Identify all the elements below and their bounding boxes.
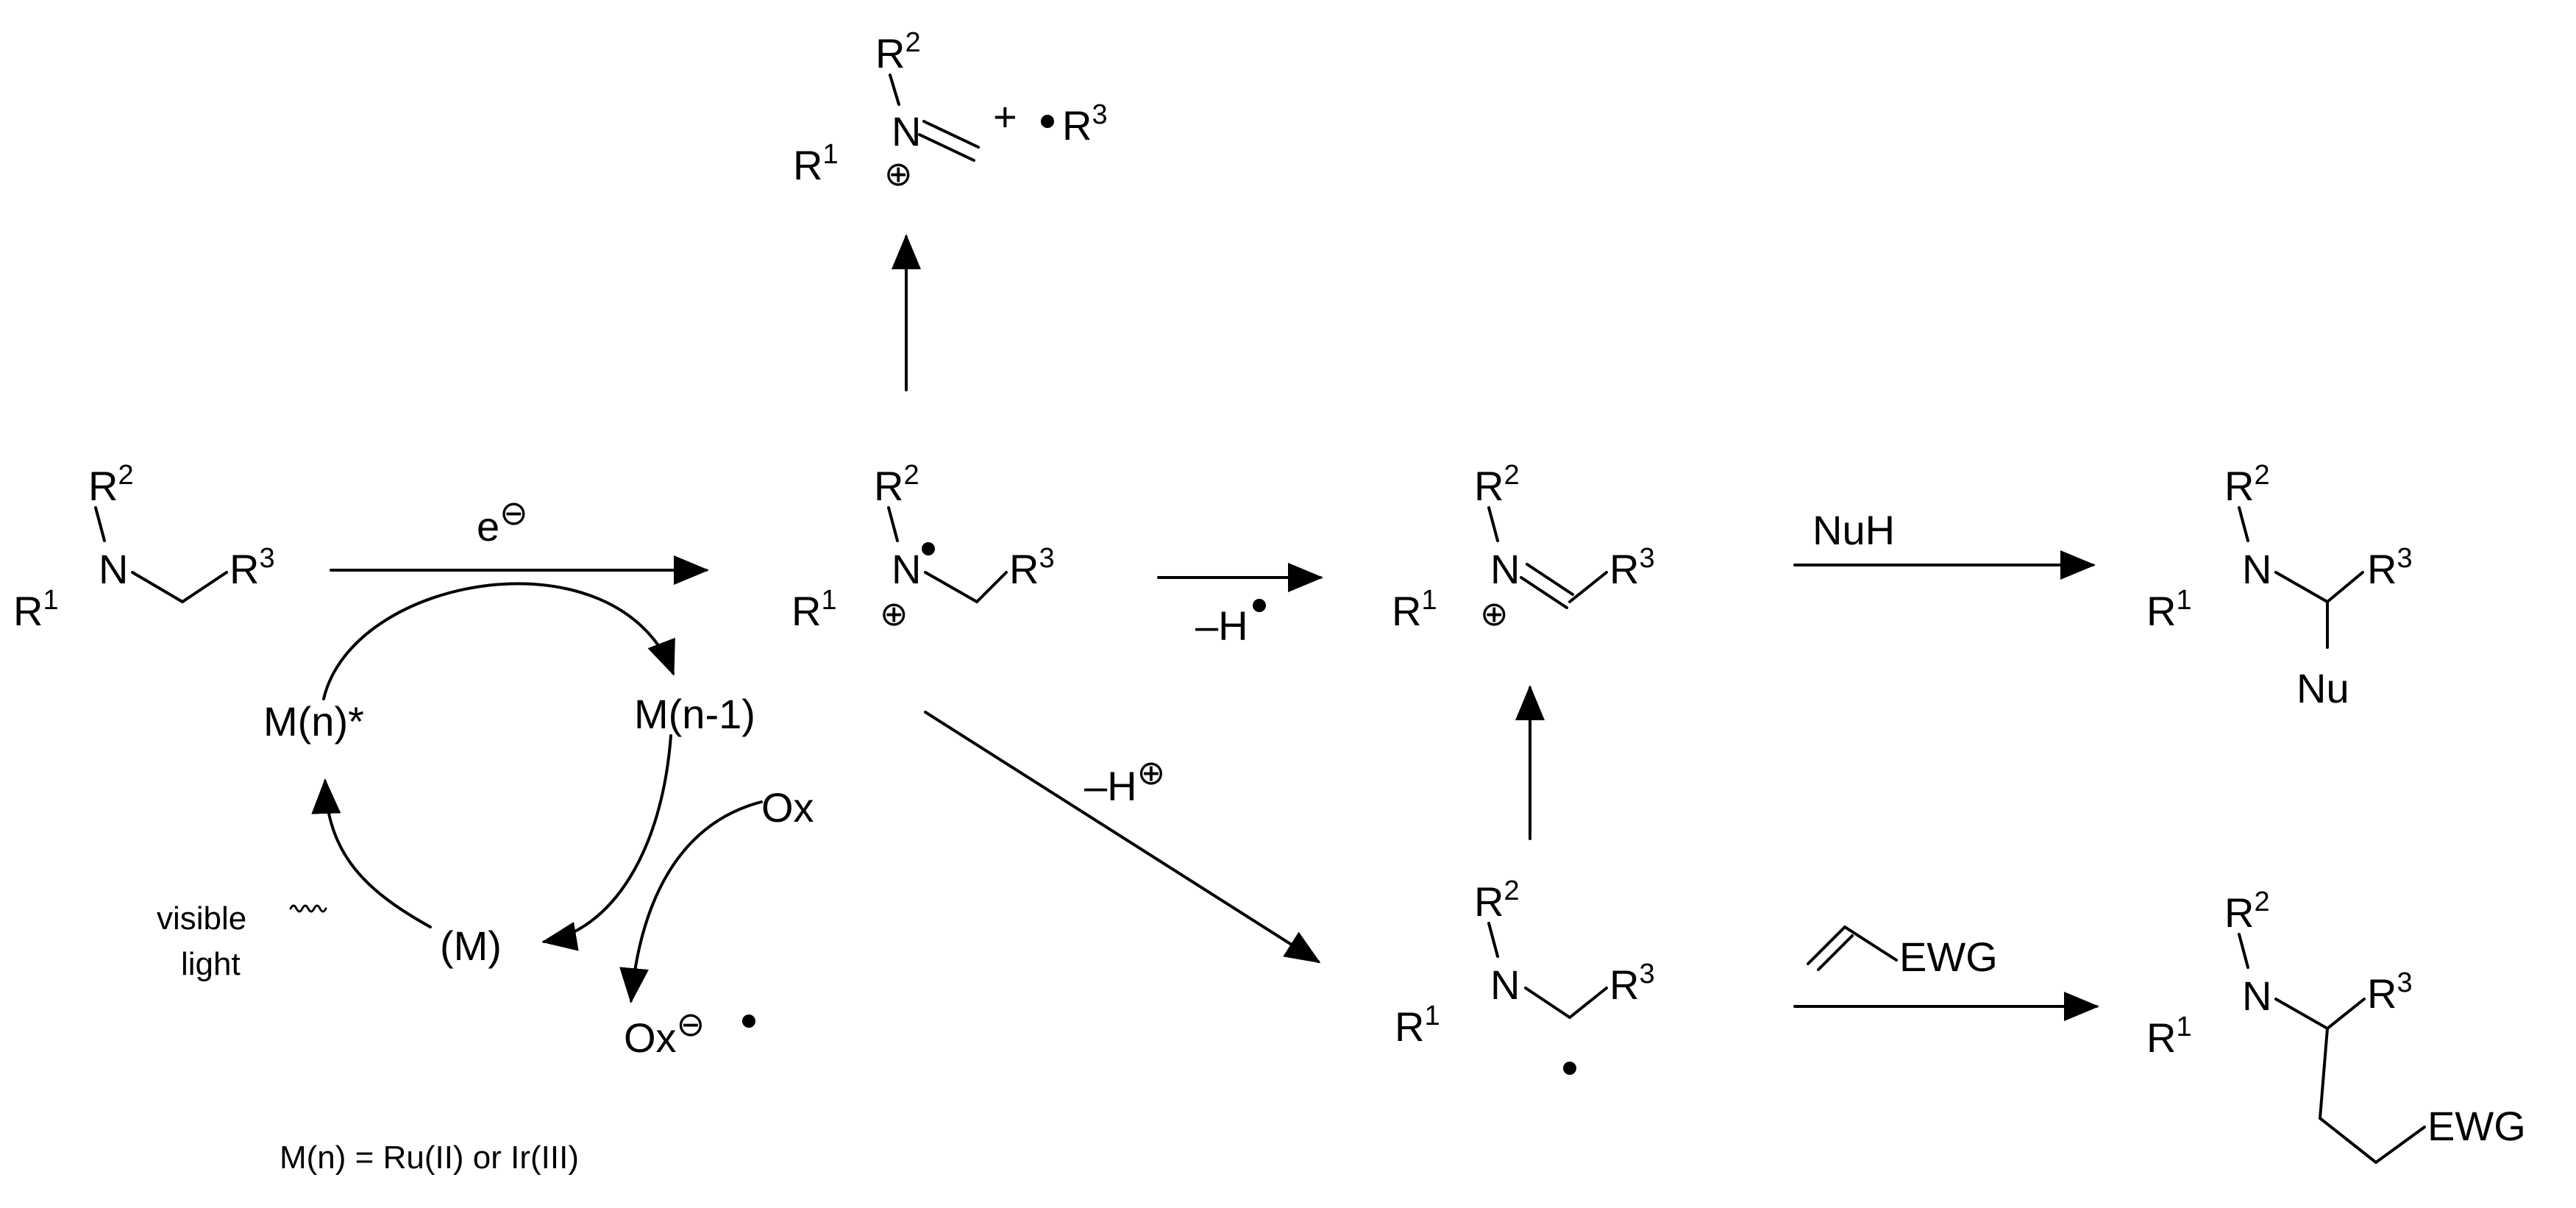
excitation-arc <box>311 778 432 928</box>
nitrogen-label: N <box>892 108 921 154</box>
catalyst-footnote: M(n) = Ru(II) or Ir(III) <box>280 1140 579 1176</box>
vinyl-bond <box>1843 925 1898 962</box>
r3-label: R3 <box>2367 967 2413 1017</box>
r2-label: R2 <box>875 27 921 77</box>
r1-label: R1 <box>13 585 59 634</box>
r2-label: R2 <box>2224 460 2270 509</box>
visible-light-label: light <box>181 946 241 982</box>
iminium-fragment: R2 N ⊕ R1 + R3 <box>793 27 1108 193</box>
r2-label: R2 <box>1474 460 1520 509</box>
r1-label: R1 <box>2146 1012 2192 1061</box>
r1-label: R1 <box>1395 1001 1440 1050</box>
reduced-oxidant-label: Ox⊖ <box>624 1005 705 1061</box>
r1-label: R1 <box>2146 585 2192 634</box>
deprotonation-arrow: –H⊕ <box>924 711 1321 964</box>
visible-light-label: visible <box>157 900 246 937</box>
electron-transfer-arrow: e⊖ <box>330 494 709 585</box>
vinyl-bond <box>1817 934 1854 971</box>
oxidant-arc <box>619 800 763 1003</box>
r2-label: R2 <box>88 460 134 509</box>
radical-dot <box>1041 115 1054 128</box>
ground-catalyst-label: (M) <box>440 923 502 969</box>
r1-label: R1 <box>793 139 839 188</box>
nucleophile-arrow: NuH <box>1793 507 2096 580</box>
radical-dot <box>742 1015 755 1028</box>
amine-radical-cation: R2 N ⊕ R1 R3 <box>791 460 1055 634</box>
starting-amine: R2 N R1 R3 <box>13 460 275 634</box>
nucleophile-adduct: R2 N R1 R3 Nu <box>2146 460 2413 711</box>
catalyst-turnover-arc <box>541 734 672 951</box>
plus-sign: + <box>993 93 1017 140</box>
nitrogen-label: N <box>1490 546 1520 592</box>
nitrogen-label: N <box>2242 546 2271 592</box>
r3-label: R3 <box>1609 959 1655 1008</box>
r3-label: R3 <box>1009 543 1055 592</box>
nuh-label: NuH <box>1812 507 1895 553</box>
nitrogen-label: N <box>99 546 128 592</box>
radical-dot <box>1563 1062 1576 1075</box>
minus-h-cation-label: –H⊕ <box>1084 753 1165 809</box>
radical-dot <box>922 542 935 555</box>
michael-addition-arrow: EWG <box>1793 925 2099 1021</box>
electron-label: e⊖ <box>477 494 528 550</box>
cation-charge: ⊕ <box>884 154 913 193</box>
vinyl-bond <box>1807 925 1846 965</box>
excited-catalyst-label: M(n)* <box>263 698 364 745</box>
oxidant-label: Ox <box>761 784 814 831</box>
michael-adduct: R2 N R1 R3 EWG <box>2146 887 2526 1164</box>
r1-label: R1 <box>791 585 837 634</box>
radical-dot <box>1253 599 1266 612</box>
r3-label: R3 <box>230 543 275 592</box>
ewg-label: EWG <box>2427 1103 2526 1149</box>
r2-label: R2 <box>1474 875 1520 925</box>
light-wave <box>289 904 327 913</box>
alpha-amino-radical: R2 N R1 R3 <box>1395 875 1655 1075</box>
iminium-ion: R2 N ⊕ R1 R3 <box>1392 460 1655 634</box>
ewg-reagent-label: EWG <box>1899 934 1998 980</box>
nitrogen-label: N <box>1490 962 1520 1008</box>
cation-charge: ⊕ <box>1480 594 1509 633</box>
minus-h-radical-label: –H <box>1195 603 1248 649</box>
cation-charge: ⊕ <box>880 594 908 633</box>
nitrogen-label: N <box>892 546 921 592</box>
r2-label: R2 <box>874 460 919 509</box>
r1-label: R1 <box>1392 585 1437 634</box>
r2-label: R2 <box>2224 887 2270 936</box>
nitrogen-label: N <box>2242 973 2271 1019</box>
photocatalytic-cycle: M(n)* M(n-1) (M) Ox Ox⊖ visible light <box>157 582 814 1061</box>
hydrogen-atom-loss-arrow: –H <box>1157 563 1323 649</box>
quench-arc <box>322 582 675 700</box>
reduced-catalyst-label: M(n-1) <box>634 691 755 737</box>
r3-label: R3 <box>1609 543 1655 592</box>
nu-label: Nu <box>2296 665 2349 711</box>
r3-label: R3 <box>2367 543 2413 592</box>
r3-label: R3 <box>1062 99 1108 149</box>
